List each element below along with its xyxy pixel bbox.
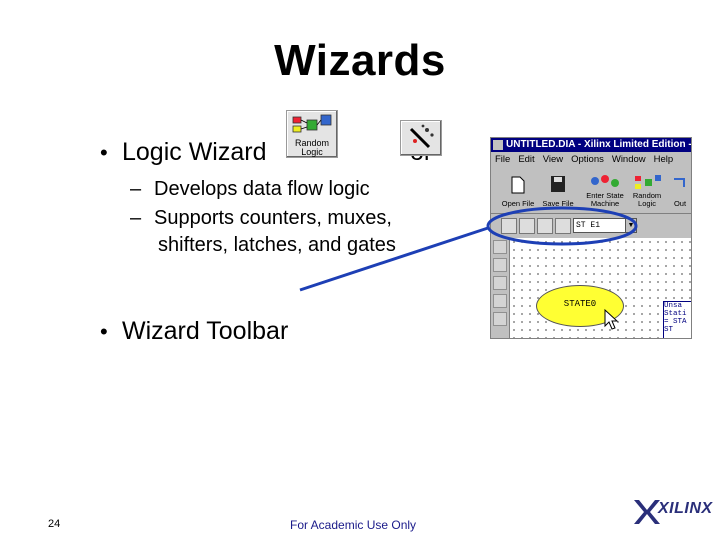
bullet-text: Logic Wizard	[122, 138, 267, 166]
state-icon	[591, 175, 619, 187]
bullet-dot: •	[100, 319, 108, 344]
pointer-line	[299, 226, 489, 292]
state-bubble[interactable]: STATE0	[536, 285, 624, 327]
random-logic-icon: Random Logic	[286, 110, 338, 158]
wizard-tool-2-icon[interactable]	[519, 218, 535, 234]
app-screenshot: UNTITLED.DIA - Xilinx Limited Edition - …	[490, 137, 692, 339]
state-tool-icon[interactable]	[493, 258, 507, 272]
bullet-logic-wizard: • Logic Wizard	[100, 138, 267, 167]
left-tool-palette	[491, 238, 510, 338]
open-file-label: Open File	[501, 199, 535, 208]
bullet-wizard-toolbar: • Wizard Toolbar	[100, 317, 288, 346]
action-tool-icon[interactable]	[493, 294, 507, 308]
enter-state-machine-button[interactable]: Enter State Machine	[583, 171, 627, 209]
side-text-4: ST	[664, 326, 674, 334]
menu-options[interactable]: Options	[571, 154, 604, 165]
icon-label-logic: Logic	[301, 147, 323, 157]
app-icon	[493, 140, 503, 150]
wizard-tool-4-icon[interactable]	[555, 218, 571, 234]
out-button[interactable]: Out	[669, 171, 691, 209]
wand-icon	[400, 120, 442, 156]
window-title: UNTITLED.DIA - Xilinx Limited Edition - …	[491, 138, 691, 152]
sub-text: Supports counters, muxes,	[154, 207, 392, 229]
menu-view[interactable]: View	[542, 154, 564, 165]
footer-text: For Academic Use Only	[290, 518, 417, 532]
random-logic-button[interactable]: Random Logic	[629, 171, 665, 209]
state-combo[interactable]: ST E1	[573, 218, 627, 233]
main-toolbar: Open File Save File Enter State Machine …	[491, 169, 691, 214]
sub-bullet-1: –Develops data flow logic	[130, 176, 370, 202]
out-label: Out	[673, 199, 687, 208]
logo-text: XILINX	[658, 500, 713, 517]
wire-icon	[674, 178, 685, 187]
page-number: 24	[48, 518, 61, 530]
wizard-tool-3-icon[interactable]	[537, 218, 553, 234]
bullet-dot: •	[100, 140, 108, 165]
sub-bullet-2: –Supports counters, muxes,	[130, 205, 392, 231]
menu-file[interactable]: File	[495, 154, 511, 165]
menu-bar: File Edit View Options Window Help	[491, 153, 691, 167]
icon-label-random: Random	[294, 138, 330, 148]
menu-edit[interactable]: Edit	[518, 154, 535, 165]
side-text-3: = STA	[664, 318, 687, 326]
bullet-text: Wizard Toolbar	[122, 317, 289, 345]
random-logic-label: Random Logic	[632, 191, 662, 208]
side-text-1: Unsa	[664, 302, 683, 310]
sub-bullet-2-cont: shifters, latches, and gates	[158, 234, 396, 256]
dash: –	[130, 207, 142, 229]
slide-title: Wizards	[274, 36, 446, 85]
logic-icon	[635, 175, 661, 189]
pointer-tool-icon[interactable]	[493, 240, 507, 254]
open-file-button[interactable]: Open File	[499, 171, 537, 209]
menu-help[interactable]: Help	[653, 154, 674, 165]
mouse-cursor-icon	[604, 308, 619, 330]
wizard-wand-icon	[409, 124, 434, 149]
menu-window[interactable]: Window	[611, 154, 646, 165]
floppy-icon	[551, 176, 565, 192]
save-file-label: Save File	[542, 199, 574, 208]
save-file-button[interactable]: Save File	[539, 171, 577, 209]
transition-tool-icon[interactable]	[493, 276, 507, 290]
xilinx-logo-mark-icon	[634, 500, 660, 524]
side-text-2: Stati	[664, 310, 687, 318]
sub-text: Develops data flow logic	[154, 178, 370, 200]
folder-icon	[511, 176, 525, 194]
wizard-tool-1-icon[interactable]	[501, 218, 517, 234]
dash: –	[130, 178, 142, 200]
highlight-ellipse	[486, 206, 638, 246]
xilinx-logo: XILINX	[628, 488, 720, 540]
window-title-text: UNTITLED.DIA - Xilinx Limited Edition - …	[506, 139, 691, 150]
side-note-box: Unsa Stati = STA ST	[663, 301, 691, 338]
logic-gates-icon	[292, 114, 332, 133]
state-machine-label: Enter State Machine	[586, 191, 624, 208]
text-tool-icon[interactable]	[493, 312, 507, 326]
state-label: STATE0	[563, 299, 597, 309]
